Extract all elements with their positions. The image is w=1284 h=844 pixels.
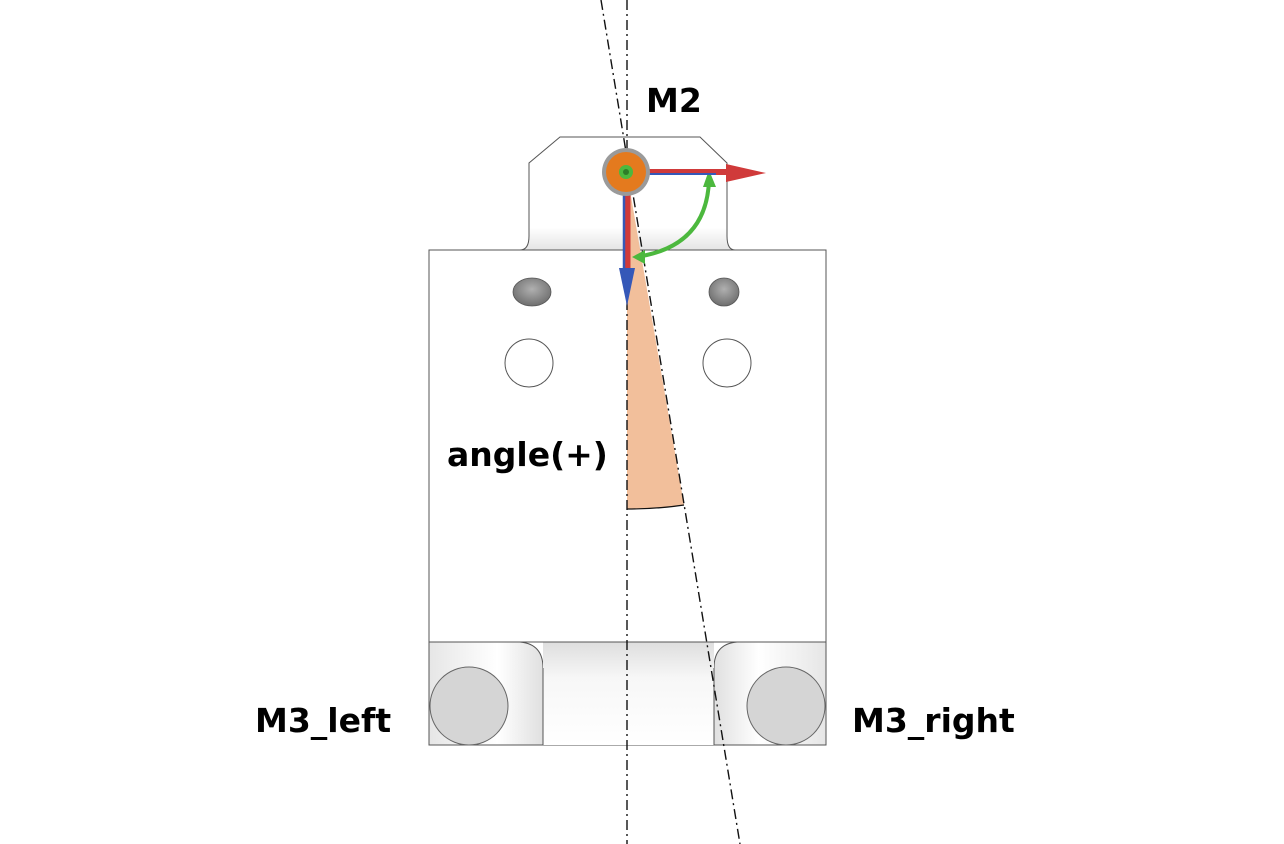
- foot-channel: [543, 642, 714, 745]
- label-angle: angle(+): [447, 435, 608, 474]
- label-m3-left: M3_left: [255, 701, 391, 740]
- revolute-joint-icon: [602, 148, 650, 196]
- rotated-centerline: [600, 0, 741, 844]
- label-m2: M2: [646, 81, 702, 120]
- hole-right: [702, 338, 752, 388]
- angle-arc: [626, 504, 685, 510]
- pin-right: [746, 666, 826, 746]
- slot-right: [708, 277, 740, 307]
- label-m3-right: M3_right: [852, 701, 1015, 740]
- pin-left: [429, 666, 509, 746]
- rotation-arc-arrow: [632, 170, 716, 264]
- slot-left: [512, 277, 552, 307]
- hole-left: [504, 338, 554, 388]
